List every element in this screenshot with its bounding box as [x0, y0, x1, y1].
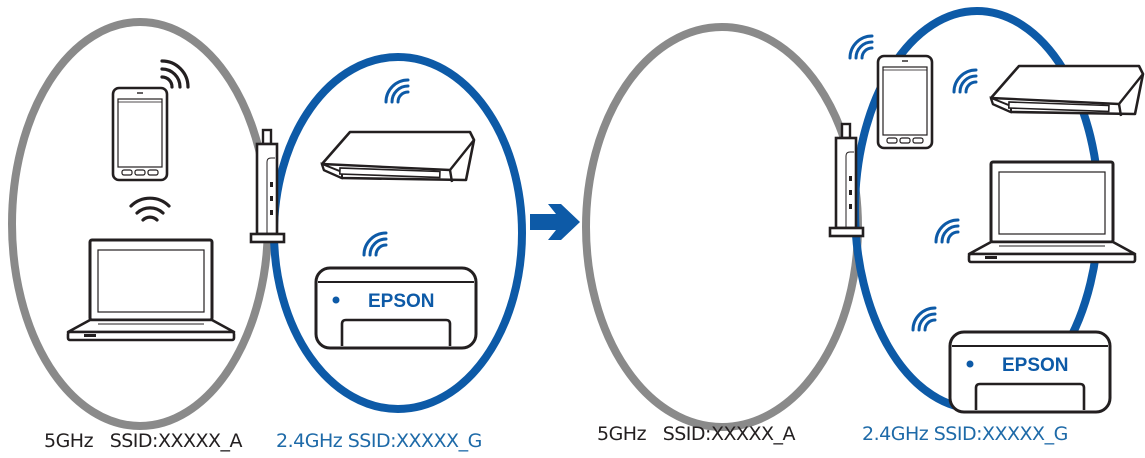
wifi-signal-icon [384, 78, 410, 104]
laptop-icon [66, 238, 236, 342]
before-state: EPSON [8, 18, 526, 430]
wifi-signal-icon [952, 68, 978, 94]
band-24ghz-label-before: 2.4GHz SSID:XXXXX_G [276, 430, 482, 452]
portable-printer-icon [320, 130, 476, 184]
wifi-signal-icon [911, 306, 937, 332]
wifi-signal-icon [848, 34, 874, 60]
right-arrow-icon [530, 204, 580, 240]
after-state: EPSON [582, 7, 1145, 431]
smartphone-icon [111, 86, 169, 182]
printer-brand-label: EPSON [368, 291, 435, 312]
band-5ghz-label-after: 5GHz SSID:XXXXX_A [597, 423, 796, 445]
band-5ghz-ring-after [582, 23, 862, 431]
wifi-signal-icon [160, 59, 190, 89]
wifi-signal-icon [362, 231, 388, 257]
wifi-signal-icon [934, 218, 960, 244]
band-24ghz-label-after: 2.4GHz SSID:XXXXX_G [862, 423, 1068, 445]
wifi-signal-icon [129, 196, 171, 222]
laptop-icon [967, 160, 1137, 264]
portable-printer-icon [989, 64, 1145, 118]
epson-printer-icon: EPSON [314, 266, 478, 350]
band-5ghz-ring-before [8, 18, 272, 430]
smartphone-icon [876, 54, 934, 150]
band-5ghz-label-before: 5GHz SSID:XXXXX_A [44, 430, 243, 452]
printer-brand-label: EPSON [1002, 355, 1069, 376]
band-24ghz-ring-before [270, 53, 526, 413]
epson-printer-icon: EPSON [948, 330, 1112, 414]
